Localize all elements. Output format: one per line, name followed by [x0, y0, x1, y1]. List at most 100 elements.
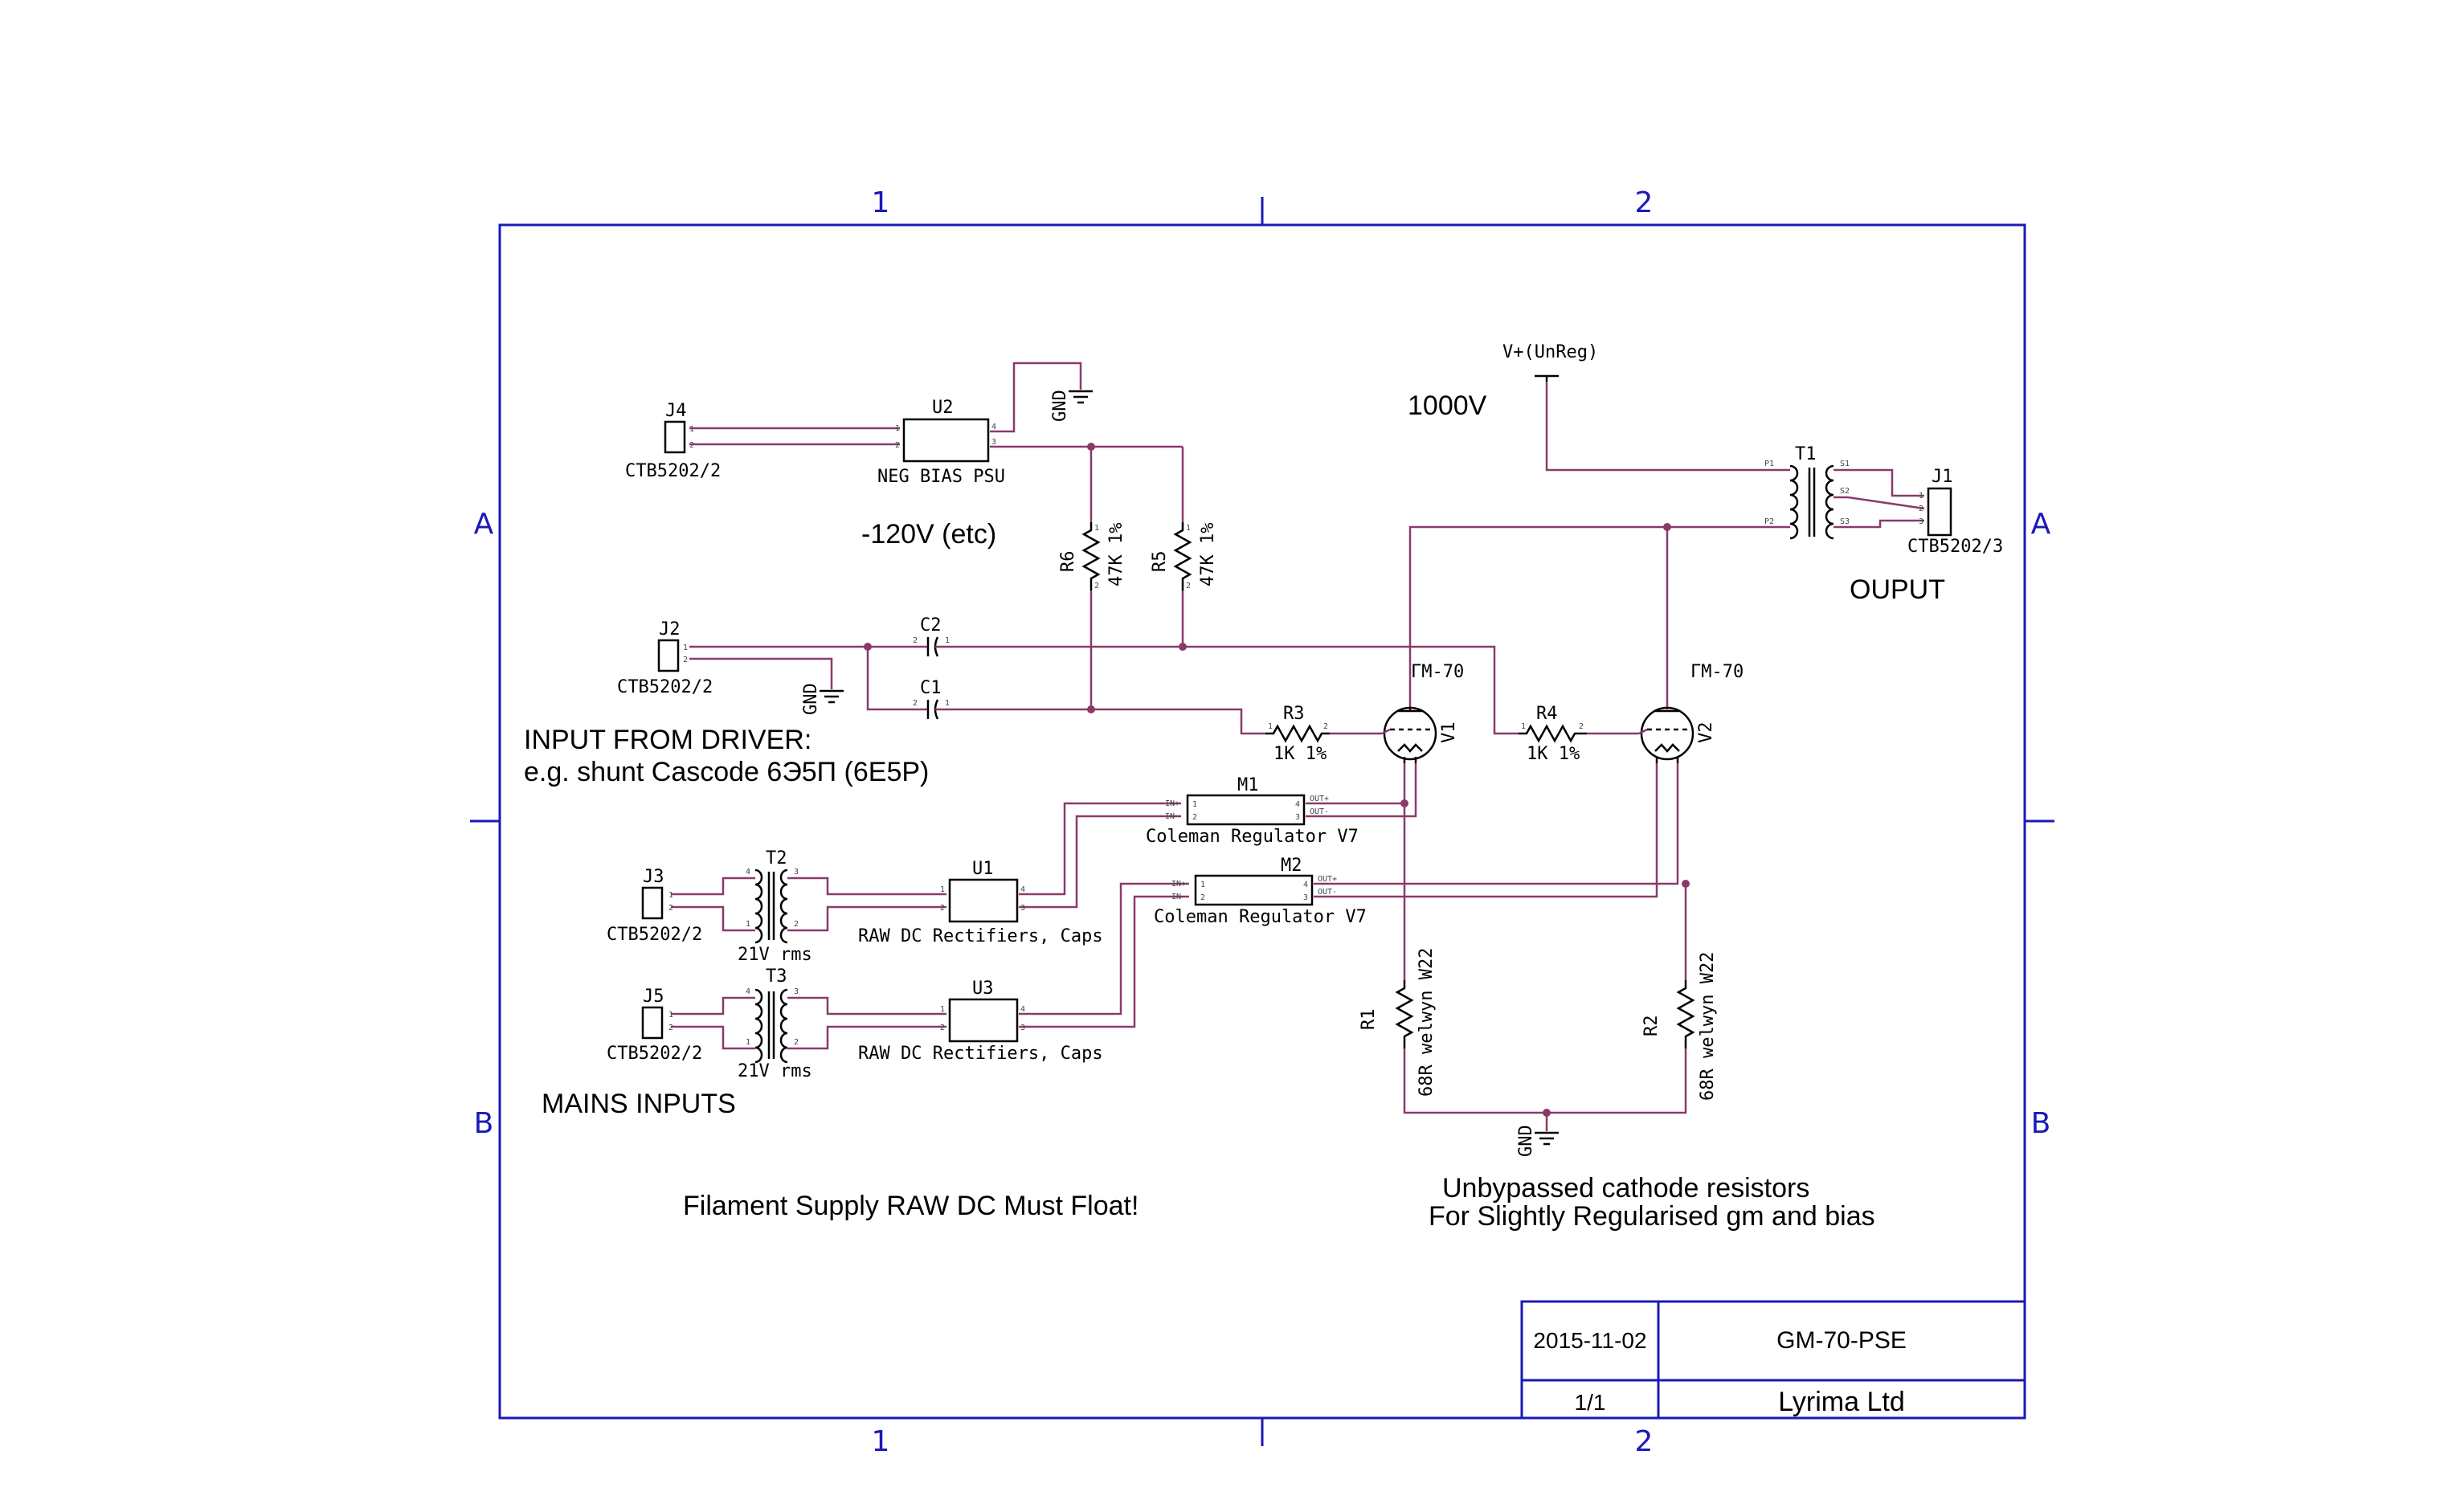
- title-block-sheet: 1/1: [1575, 1390, 1606, 1415]
- svg-text:2: 2: [1186, 582, 1191, 590]
- svg-text:GND: GND: [801, 683, 821, 715]
- capacitor-c1: 2 1 C1: [913, 678, 950, 720]
- svg-text:GND: GND: [1050, 390, 1070, 422]
- note-input-2: e.g. shunt Cascode 6Э5П (6E5P): [524, 757, 929, 787]
- svg-text:R5: R5: [1150, 551, 1170, 573]
- svg-text:4: 4: [746, 868, 750, 877]
- svg-text:1: 1: [895, 424, 900, 433]
- svg-text:3: 3: [1919, 517, 1923, 526]
- regulator-m1: IN+ IN- 1 2 4 3 OUT+ OUT- M1 Coleman Reg…: [1146, 775, 1359, 847]
- svg-text:S2: S2: [1840, 487, 1850, 496]
- svg-text:4: 4: [1020, 1005, 1025, 1014]
- svg-text:1: 1: [1919, 492, 1923, 501]
- svg-text:2: 2: [1200, 893, 1205, 902]
- resistor-r3: 1 2 R3 1K 1%: [1265, 704, 1330, 764]
- svg-text:1: 1: [1192, 800, 1197, 809]
- title-block-title: GM-70-PSE: [1776, 1327, 1907, 1354]
- svg-text:2: 2: [940, 904, 945, 913]
- svg-text:1: 1: [668, 1011, 673, 1020]
- frame-col-1-bottom: 1: [872, 1425, 890, 1458]
- note-bias: -120V (etc): [861, 519, 996, 550]
- svg-text:1: 1: [683, 644, 688, 652]
- svg-text:CTB5202/2: CTB5202/2: [625, 461, 721, 481]
- svg-text:3: 3: [794, 987, 799, 996]
- svg-text:C2: C2: [920, 615, 942, 635]
- svg-text:CTB5202/2: CTB5202/2: [617, 677, 713, 697]
- svg-text:1: 1: [940, 1005, 945, 1014]
- svg-text:2: 2: [913, 636, 918, 645]
- svg-text:1: 1: [940, 885, 945, 894]
- svg-text:Coleman Regulator V7: Coleman Regulator V7: [1154, 907, 1367, 927]
- svg-text:M2: M2: [1281, 856, 1302, 876]
- svg-text:2: 2: [1094, 582, 1099, 590]
- resistor-r5: 1 2 R5 47K 1%: [1150, 522, 1218, 590]
- svg-text:2: 2: [683, 656, 688, 664]
- title-block-company: Lyrima Ltd: [1778, 1387, 1904, 1417]
- svg-text:4: 4: [746, 987, 750, 996]
- svg-text:1: 1: [1268, 722, 1273, 731]
- svg-text:ГМ-70: ГМ-70: [1411, 662, 1464, 682]
- svg-text:S1: S1: [1840, 460, 1850, 468]
- resistor-r6: 1 2 R6 47K 1%: [1058, 522, 1126, 590]
- note-cathode-2: For Slightly Regularised gm and bias: [1429, 1201, 1875, 1232]
- regulator-m2: IN+ IN- 1 2 4 3 OUT+ OUT- M2 Coleman Reg…: [1154, 856, 1367, 927]
- connector-j1: 1 2 3 J1 CTB5202/3: [1907, 467, 2003, 557]
- svg-text:1: 1: [746, 920, 750, 929]
- frame-col-2-bottom: 2: [1635, 1425, 1654, 1458]
- frame-col-1-top: 1: [872, 186, 890, 219]
- svg-text:4: 4: [1303, 881, 1308, 889]
- svg-text:C1: C1: [920, 678, 942, 698]
- svg-text:2: 2: [940, 1024, 945, 1032]
- svg-text:U1: U1: [972, 859, 994, 879]
- ground-u2: GND: [1050, 390, 1093, 422]
- connector-j5: 1 2 J5 CTB5202/2: [607, 987, 702, 1064]
- svg-text:V2: V2: [1696, 722, 1716, 744]
- note-hv: 1000V: [1408, 390, 1487, 421]
- svg-text:R2: R2: [1641, 1015, 1662, 1037]
- svg-text:2: 2: [1192, 813, 1197, 822]
- svg-text:2: 2: [895, 441, 900, 450]
- connector-j4: 1 2 J4 CTB5202/2: [625, 401, 721, 481]
- svg-text:RAW DC Rectifiers, Caps: RAW DC Rectifiers, Caps: [858, 926, 1103, 946]
- module-u1: 1 2 4 3 U1 RAW DC Rectifiers, Caps: [858, 859, 1103, 946]
- svg-text:21V rms: 21V rms: [738, 1061, 812, 1081]
- svg-text:GND: GND: [1516, 1125, 1536, 1157]
- note-input-1: INPUT FROM DRIVER:: [524, 725, 811, 755]
- svg-text:1: 1: [945, 636, 950, 645]
- svg-text:NEG BIAS PSU: NEG BIAS PSU: [877, 467, 1005, 487]
- svg-text:1: 1: [1094, 524, 1099, 533]
- frame-col-2-top: 2: [1635, 186, 1654, 219]
- svg-text:4: 4: [1295, 800, 1300, 809]
- svg-text:1K 1%: 1K 1%: [1273, 744, 1327, 764]
- svg-text:1: 1: [945, 699, 950, 708]
- svg-text:T1: T1: [1795, 444, 1817, 464]
- note-mains: MAINS INPUTS: [542, 1089, 736, 1119]
- svg-text:V+(UnReg): V+(UnReg): [1502, 342, 1598, 362]
- svg-text:3: 3: [794, 868, 799, 877]
- module-u2: 1 2 4 3 U2 NEG BIAS PSU: [877, 398, 1005, 487]
- svg-text:3: 3: [1020, 904, 1025, 913]
- svg-text:OUT-: OUT-: [1318, 888, 1337, 897]
- note-output: OUPUT: [1850, 574, 1945, 605]
- svg-text:R3: R3: [1283, 704, 1305, 724]
- frame-row-a-left: A: [474, 508, 494, 541]
- svg-text:68R welwyn W22: 68R welwyn W22: [1698, 952, 1718, 1101]
- svg-text:1: 1: [689, 425, 694, 434]
- svg-text:4: 4: [1020, 885, 1025, 894]
- svg-text:R1: R1: [1359, 1009, 1379, 1031]
- svg-text:2: 2: [1919, 505, 1923, 513]
- resistor-r1: R1 68R welwyn W22: [1359, 948, 1437, 1097]
- svg-text:J2: J2: [659, 619, 681, 640]
- svg-text:IN-: IN-: [1171, 893, 1186, 901]
- triode-v1: V1 ГМ-70: [1381, 662, 1464, 763]
- svg-text:4: 4: [991, 423, 996, 431]
- svg-text:V1: V1: [1439, 722, 1459, 744]
- svg-text:ГМ-70: ГМ-70: [1690, 662, 1744, 682]
- svg-text:2: 2: [668, 1024, 673, 1032]
- title-block: 2015-11-02 GM-70-PSE 1/1 Lyrima Ltd: [1520, 1300, 2026, 1420]
- note-filament: Filament Supply RAW DC Must Float!: [683, 1191, 1139, 1221]
- annotations: 1000V -120V (etc) OUPUT INPUT FROM DRIVE…: [524, 390, 1945, 1232]
- frame-row-a-right: A: [2031, 508, 2051, 541]
- svg-text:R4: R4: [1536, 704, 1558, 724]
- svg-text:3: 3: [991, 438, 996, 447]
